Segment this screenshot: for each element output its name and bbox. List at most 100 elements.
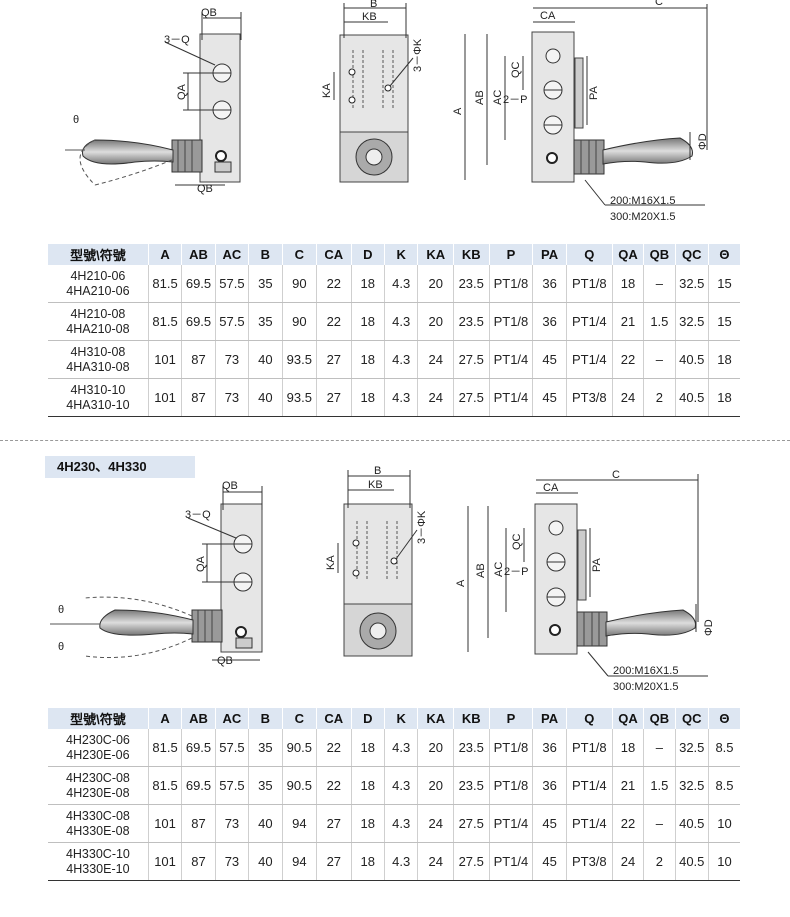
table-cell: 36	[532, 766, 567, 805]
table-cell: 27	[316, 804, 352, 843]
side-view-diagram-2: QB 3－Q QA θ θ QB	[40, 478, 270, 668]
table-cell: PT1/8	[565, 729, 613, 767]
table-cell: 32.5	[674, 302, 709, 341]
theta-bottom-label: θ	[58, 641, 64, 653]
model-name: 4H230C-08	[65, 770, 130, 785]
front-view-diagram-1: B KB KA 3－ΦK	[318, 0, 428, 190]
header-cell: K	[383, 708, 418, 729]
table-cell: –	[643, 265, 676, 303]
table-cell: 35	[248, 265, 283, 303]
header-cell: P	[488, 244, 533, 265]
header-cell: CA	[316, 708, 352, 729]
table-cell: 40.5	[674, 842, 709, 881]
table-cell: PT1/8	[488, 729, 533, 767]
table-cell: 81.5	[147, 265, 182, 303]
table-cell: 57.5	[214, 302, 249, 341]
model-name: 4H210-06	[70, 268, 126, 283]
table-cell: PT1/8	[488, 766, 533, 805]
table-cell: 15	[707, 265, 740, 303]
model-name: 4HA310-08	[66, 359, 130, 374]
table-cell: PT1/4	[565, 766, 613, 805]
table-cell: 69.5	[181, 766, 216, 805]
table-cell: 45	[532, 378, 567, 417]
table-cell: 22	[611, 804, 644, 843]
header-cell: K	[383, 244, 418, 265]
header-cell: 型號\符號	[48, 244, 149, 265]
qb-top-label: QB	[222, 480, 238, 492]
table-cell: 21	[611, 302, 644, 341]
table-cell: 73	[214, 842, 249, 881]
table-cell: PT1/4	[565, 340, 613, 379]
header-cell: C	[281, 708, 317, 729]
k-label: 3－ΦK	[416, 510, 428, 544]
kb-label: KB	[368, 479, 383, 491]
c-label: C	[612, 469, 620, 481]
a-label: A	[455, 579, 467, 587]
table-cell: 32.5	[674, 265, 709, 303]
header-cell: KA	[417, 708, 454, 729]
table-cell: 40.5	[674, 804, 709, 843]
table-cell: 24	[611, 378, 644, 417]
table-cell: 45	[532, 340, 567, 379]
section-title: 4H230、4H330	[45, 456, 195, 478]
table-cell: 18	[350, 340, 385, 379]
table-cell: 73	[214, 340, 249, 379]
table-cell: 57.5	[214, 766, 249, 805]
header-cell: Q	[565, 244, 613, 265]
table-cell: 40	[248, 842, 283, 881]
table-cell: PT1/4	[565, 804, 613, 843]
table-cell: 27.5	[452, 340, 489, 379]
table-cell: 18	[350, 804, 385, 843]
table-cell: 22	[316, 265, 352, 303]
table-cell: 81.5	[147, 302, 182, 341]
thread-label-2: 300:M20X1.5	[610, 211, 675, 223]
p-label: 2－P	[503, 94, 527, 106]
model-name: 4H230C-06	[65, 732, 130, 747]
qa-label: QA	[195, 555, 207, 572]
table-cell: 27.5	[452, 378, 489, 417]
header-cell: CA	[316, 244, 352, 265]
table-cell: 18	[350, 378, 385, 417]
model-name: 4H210-08	[70, 306, 126, 321]
header-cell: QA	[611, 708, 644, 729]
front-view-diagram-2: B KB KA 3－ΦK	[322, 465, 432, 666]
table-cell: 4.3	[383, 842, 418, 881]
table-cell: 24	[611, 842, 644, 881]
model-name: 4HA210-06	[66, 283, 130, 298]
model-name: 4H330C-10	[65, 846, 130, 861]
model-name: 4H230E-06	[66, 747, 130, 762]
table-cell: 18	[350, 265, 385, 303]
table-header-row: 型號\符號 A AB AC B C CA D K KA KB P PA Q QA…	[48, 244, 740, 265]
header-cell: AB	[181, 244, 216, 265]
p-label: 2－P	[504, 566, 528, 578]
header-cell: B	[248, 244, 283, 265]
table-cell: 4.3	[383, 302, 418, 341]
model-name: 4H330C-08	[65, 808, 130, 823]
table-cell: 73	[214, 378, 249, 417]
table-header-row: 型號\符號 A AB AC B C CA D K KA KB P PA Q QA…	[48, 708, 740, 729]
table-cell: 57.5	[214, 729, 249, 767]
header-cell: PA	[532, 244, 567, 265]
model-name: 4H330E-10	[66, 861, 130, 876]
table-cell: 27.5	[452, 842, 489, 881]
header-cell: Θ	[707, 708, 740, 729]
header-cell: KB	[452, 244, 489, 265]
table-cell: 22	[316, 766, 352, 805]
table-cell: 35	[248, 766, 283, 805]
table-cell: 36	[532, 265, 567, 303]
table-cell: 22	[316, 729, 352, 767]
table-cell: 32.5	[674, 729, 709, 767]
table-cell: 2	[643, 842, 676, 881]
table-cell: 101	[147, 842, 182, 881]
ac-label: AC	[493, 562, 505, 577]
table-cell: 23.5	[452, 265, 489, 303]
table-cell: 90.5	[281, 729, 317, 767]
table-cell: 27	[316, 340, 352, 379]
table-cell: 22	[316, 302, 352, 341]
table-cell: 24	[417, 842, 454, 881]
table-cell: PT1/4	[565, 302, 613, 341]
